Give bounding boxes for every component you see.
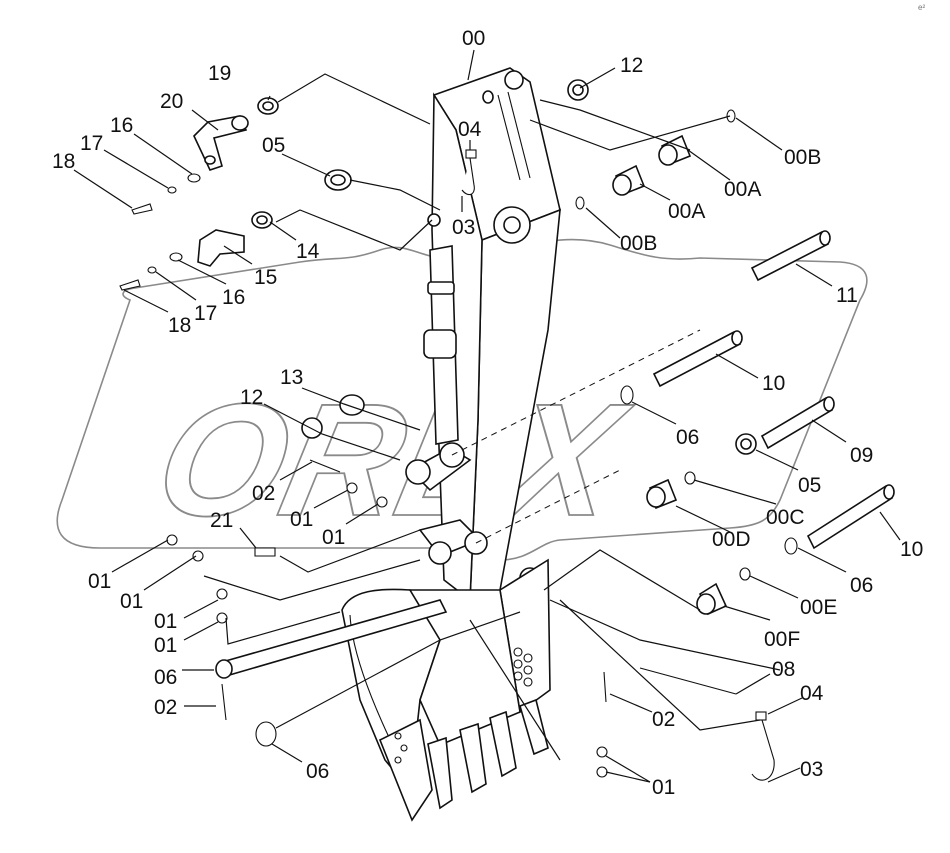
callout-04: 04 xyxy=(800,682,824,705)
callout-01: 01 xyxy=(154,634,177,657)
callout-15: 15 xyxy=(254,266,277,289)
callout-00A: 00A xyxy=(724,178,761,201)
callout-02: 02 xyxy=(652,708,675,731)
callout-10: 10 xyxy=(900,538,923,561)
callout-16: 16 xyxy=(222,286,245,309)
callout-05: 05 xyxy=(262,134,285,157)
watermark-text: OREX xyxy=(143,372,642,550)
callout-14: 14 xyxy=(296,240,320,263)
callout-06: 06 xyxy=(306,760,329,783)
callout-17: 17 xyxy=(80,132,103,155)
callout-00F: 00F xyxy=(764,628,800,651)
callout-01: 01 xyxy=(154,610,177,633)
callout-00C: 00C xyxy=(766,506,805,529)
callout-10: 10 xyxy=(762,372,785,395)
callout-00D: 00D xyxy=(712,528,751,551)
callout-19: 19 xyxy=(208,62,231,85)
callout-12: 12 xyxy=(240,386,263,409)
callout-11: 11 xyxy=(836,284,858,307)
callout-05: 05 xyxy=(798,474,821,497)
callout-21: 21 xyxy=(210,509,233,532)
arm-body xyxy=(405,67,561,714)
corner-mark: e² xyxy=(918,3,925,12)
callout-02: 02 xyxy=(252,482,275,505)
callout-08: 08 xyxy=(772,658,795,681)
watermark-logo: OREX xyxy=(56,238,868,561)
callout-00: 00 xyxy=(462,27,485,50)
callout-04: 04 xyxy=(458,118,482,141)
callout-06: 06 xyxy=(154,666,177,689)
callout-12: 12 xyxy=(620,54,643,77)
callout-00B: 00B xyxy=(620,232,657,255)
callout-00A: 00A xyxy=(668,200,705,223)
callout-17: 17 xyxy=(194,302,217,325)
callout-18: 18 xyxy=(168,314,191,337)
callout-00E: 00E xyxy=(800,596,837,619)
callout-00B: 00B xyxy=(784,146,821,169)
bucket xyxy=(341,588,549,822)
callout-20: 20 xyxy=(160,90,183,113)
callout-01: 01 xyxy=(290,508,313,531)
callout-03: 03 xyxy=(452,216,475,239)
callout-18: 18 xyxy=(52,150,75,173)
callout-06: 06 xyxy=(850,574,873,597)
callout-16: 16 xyxy=(110,114,133,137)
callout-01: 01 xyxy=(88,570,111,593)
callout-01: 01 xyxy=(120,590,143,613)
leader-lines xyxy=(73,49,901,783)
callout-01: 01 xyxy=(322,526,345,549)
callout-03: 03 xyxy=(800,758,823,781)
callout-02: 02 xyxy=(154,696,177,719)
callout-01: 01 xyxy=(652,776,675,799)
callout-labels: 00 12 19 20 04 16 05 17 18 00B 00A 00A 0… xyxy=(52,27,923,799)
callout-13: 13 xyxy=(280,366,303,389)
callout-09: 09 xyxy=(850,444,873,467)
callout-06: 06 xyxy=(676,426,699,449)
